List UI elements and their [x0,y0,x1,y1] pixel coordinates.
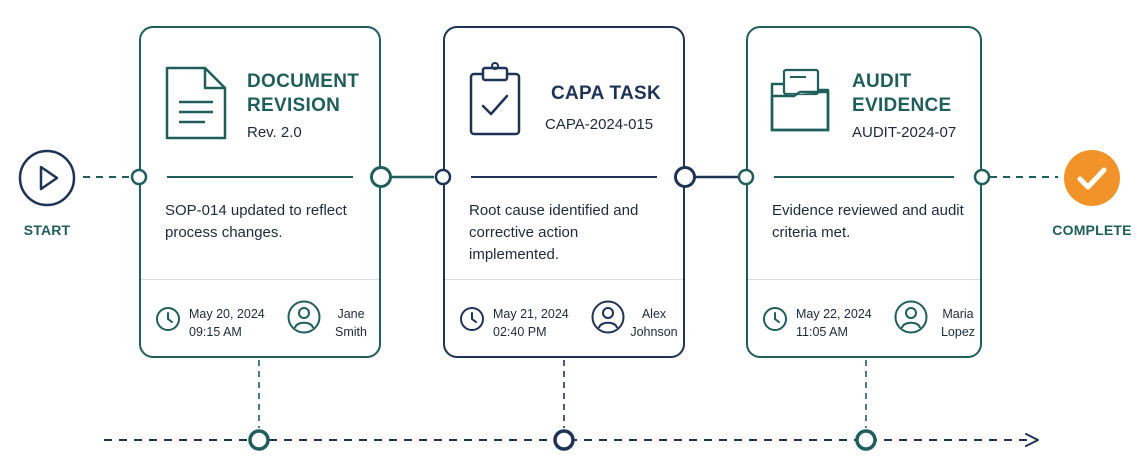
clipboard-check-icon [469,62,521,136]
timeline-node-2 [553,429,575,451]
card-person: Maria Lopez [940,307,976,339]
card-divider [471,176,657,178]
card-person: Alex Johnson [630,307,678,339]
clock-icon [460,307,484,331]
card-person: Jane Smith [335,307,367,339]
user-avatar-icon [287,300,321,334]
document-icon [165,66,227,140]
card-description: Evidence reviewed and audit criteria met… [772,202,964,241]
card-divider [167,176,353,178]
card-title: DOCUMENT REVISION [247,71,360,116]
complete-label: COMPLETE [1052,222,1132,238]
check-icon [1064,150,1120,206]
card-title: AUDIT EVIDENCE [852,71,952,116]
user-avatar-icon [591,300,625,334]
timeline-node-3 [855,429,877,451]
card-subtitle: Rev. 2.0 [247,124,302,141]
start-node: START [14,148,80,238]
user-avatar-icon [894,300,928,334]
card-description: Root cause identified and corrective act… [469,202,639,263]
timeline-node-1 [248,429,270,451]
footer-divider [445,279,683,280]
start-label: START [23,222,71,238]
footer-divider [748,279,980,280]
card-capa-task[interactable]: CAPA TASK CAPA-2024-015 Root cause ident… [443,26,685,358]
card-datetime: May 21, 2024 02:40 PM [493,307,569,339]
footer-divider [141,279,379,280]
card-subtitle: AUDIT-2024-07 [852,124,957,141]
complete-node: COMPLETE [1044,148,1140,238]
card-description: SOP-014 updated to reflect process chang… [165,202,347,241]
card-subtitle: CAPA-2024-015 [545,116,654,133]
card-datetime: May 22, 2024 11:05 AM [796,307,872,339]
card-audit-evidence[interactable]: AUDIT EVIDENCE AUDIT-2024-07 Evidence re… [746,26,982,358]
timeline-arrowhead [1025,433,1039,447]
clock-icon [156,307,180,331]
card-divider [774,176,954,178]
play-icon [18,149,76,207]
clock-icon [763,307,787,331]
card-title: CAPA TASK [551,83,662,104]
card-datetime: May 20, 2024 09:15 AM [189,307,265,339]
folder-icon [770,68,830,132]
card-document-revision[interactable]: DOCUMENT REVISION Rev. 2.0 SOP-014 updat… [139,26,381,358]
